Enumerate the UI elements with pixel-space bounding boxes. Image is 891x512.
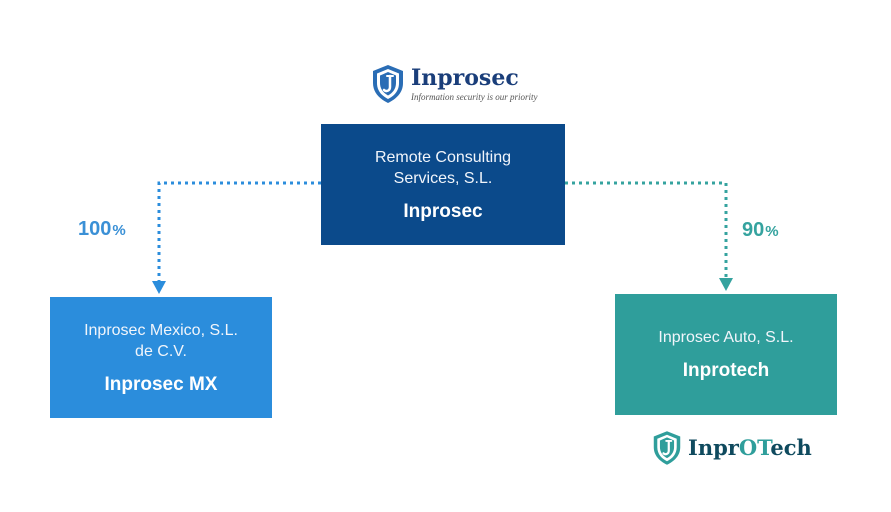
logo-name-accent: OT [738, 435, 771, 460]
shield-icon [653, 431, 681, 465]
logo-tagline: Information security is our priority [411, 92, 538, 102]
logo-name: Inprosec [411, 65, 519, 91]
parent-brand: Inprosec [403, 200, 483, 222]
inprotech-logo: InprOTech [652, 430, 812, 466]
connector-left [157, 181, 321, 282]
ownership-auto-unit: % [765, 223, 779, 240]
ownership-mx-value: 100 [78, 218, 112, 240]
subsidiary-auto-legal-name: Inprosec Auto, S.L. [658, 329, 794, 346]
subsidiary-mx-legal-name: Inprosec Mexico, S.L. de C.V. [84, 321, 238, 360]
subsidiary-mx-box: Inprosec Mexico, S.L. de C.V. Inprosec M… [50, 297, 272, 418]
ownership-auto-value: 90 [742, 219, 765, 241]
ownership-auto: 90% [742, 219, 779, 242]
logo-name: InprOTech [688, 436, 812, 460]
logo-name-prefix: Inpr [688, 435, 739, 460]
parent-legal-name: Remote Consulting Services, S.L. [374, 148, 512, 187]
ownership-mx-unit: % [112, 222, 126, 239]
subsidiary-mx-brand: Inprosec MX [104, 373, 218, 395]
arrowhead-left [152, 281, 166, 294]
arrowhead-right [719, 278, 733, 291]
inprosec-logo: Inprosec Information security is our pri… [371, 64, 538, 104]
shield-icon [373, 65, 403, 103]
subsidiary-auto-box: Inprosec Auto, S.L. Inprotech [615, 294, 837, 415]
connector-right [565, 181, 728, 279]
subsidiary-auto-brand: Inprotech [682, 360, 770, 381]
ownership-mx: 100% [78, 218, 126, 241]
parent-company-box: Remote Consulting Services, S.L. Inprose… [321, 124, 565, 245]
logo-name-suffix: ech [770, 435, 812, 460]
